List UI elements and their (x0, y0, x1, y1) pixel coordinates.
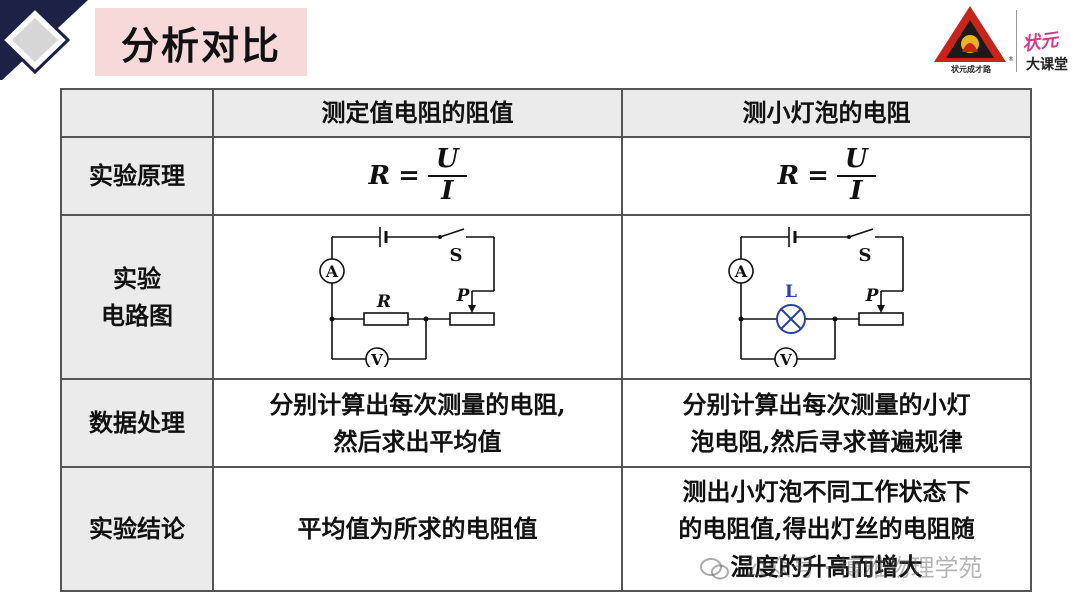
page-title: 分析对比 (120, 23, 281, 68)
rheostat-label: P (455, 286, 470, 306)
lamp-circuit-diagram: A V S L P (727, 227, 904, 367)
processing-right-line1: 分别计算出每次测量的小灯 (682, 389, 971, 419)
corner-decoration (0, 0, 90, 82)
row-label-diagram-line2: 电路图 (101, 301, 173, 330)
ohm-formula-right: R = U I (777, 144, 876, 207)
formula-fraction: U I (427, 144, 467, 207)
formula-numerator: U (836, 144, 876, 177)
logo-caption: 状元成才路 (951, 65, 991, 74)
ohm-formula-left: R = U I (368, 144, 467, 207)
logo-divider (1016, 10, 1017, 72)
formula-lhs: R (368, 160, 391, 191)
registered-mark: ® (1008, 56, 1014, 63)
table-row-processing: 数据处理 分别计算出每次测量的电阻, 然后求出平均值 分别计算出每次测量的小灯 … (60, 378, 1032, 468)
brand-logo: ® 状元成才路 状元 大课堂 (932, 4, 1078, 76)
lamp-label: L (785, 282, 797, 302)
row-label-processing: 数据处理 (60, 378, 214, 468)
formula-equals: = (807, 160, 829, 191)
principle-left-cell: R = U I (212, 136, 623, 216)
switch-label: S (858, 245, 871, 266)
logo-emblem-icon (934, 6, 1006, 62)
conclusion-right-cell: 测出小灯泡不同工作状态下 的电阻值,得出灯丝的电阻随 温度的升高而增大 (621, 466, 1032, 592)
formula-numerator: U (427, 144, 467, 177)
processing-right-cell: 分别计算出每次测量的小灯 泡电阻,然后寻求普遍规律 (621, 378, 1032, 468)
formula-equals: = (398, 160, 420, 191)
watermark-text: 公众号 · 博雅物理学苑 (743, 554, 983, 582)
row-label-diagram-line1: 实验 (113, 263, 161, 293)
conclusion-right-line1: 测出小灯泡不同工作状态下 (682, 477, 971, 507)
formula-lhs: R (777, 160, 800, 191)
processing-right-line2: 泡电阻,然后寻求普遍规律 (690, 427, 963, 456)
title-banner: 分析对比 (95, 8, 307, 76)
rheostat-label: P (864, 286, 879, 306)
watermark: 公众号 · 博雅物理学苑 (700, 548, 983, 583)
fixed-resistor-circuit-diagram: A V S R P (318, 227, 495, 367)
ammeter-label: A (733, 262, 747, 281)
wechat-icon (700, 558, 729, 580)
voltmeter-label: V (370, 351, 383, 367)
resistor-label: R (375, 292, 390, 312)
row-label-conclusion: 实验结论 (60, 466, 214, 592)
conclusion-left-cell: 平均值为所求的电阻值 (212, 466, 623, 592)
header-fixed-resistor: 测定值电阻的阻值 (212, 88, 623, 138)
principle-right-cell: R = U I (621, 136, 1032, 216)
ammeter-label: A (324, 262, 338, 281)
table-row-principle: 实验原理 R = U I R = U I (60, 136, 1032, 216)
diagram-right-cell: A V S L P (621, 214, 1032, 380)
header-lamp-resistance: 测小灯泡的电阻 (621, 88, 1032, 138)
conclusion-right-line3: 温度的升高而增大 (730, 551, 923, 581)
table-row-diagram: 实验 电路图 (60, 214, 1032, 380)
diagram-left-cell: A V S R P (212, 214, 623, 380)
row-label-diagram: 实验 电路图 (60, 214, 214, 380)
formula-denominator: I (850, 176, 863, 206)
table-row-conclusion: 实验结论 平均值为所求的电阻值 测出小灯泡不同工作状态下 的电阻值,得出灯丝的电… (60, 466, 1032, 592)
formula-fraction: U I (836, 144, 876, 207)
comparison-table: 测定值电阻的阻值 测小灯泡的电阻 实验原理 R = U I R = U I (60, 88, 1032, 592)
processing-left-line1: 分别计算出每次测量的电阻, (269, 389, 566, 419)
conclusion-right-line2: 的电阻值,得出灯丝的电阻随 (678, 514, 975, 544)
logo-script-text: 状元 (1020, 29, 1060, 56)
processing-left-line2: 然后求出平均值 (333, 427, 502, 456)
formula-denominator: I (441, 176, 454, 206)
row-label-principle: 实验原理 (60, 136, 214, 216)
switch-label: S (449, 245, 462, 266)
lamp-icon (775, 304, 806, 334)
voltmeter-label: V (779, 351, 792, 367)
logo-subtitle: 大课堂 (1026, 57, 1068, 73)
table-header-row: 测定值电阻的阻值 测小灯泡的电阻 (60, 88, 1032, 138)
processing-left-cell: 分别计算出每次测量的电阻, 然后求出平均值 (212, 378, 623, 468)
header-empty-cell (60, 88, 214, 138)
